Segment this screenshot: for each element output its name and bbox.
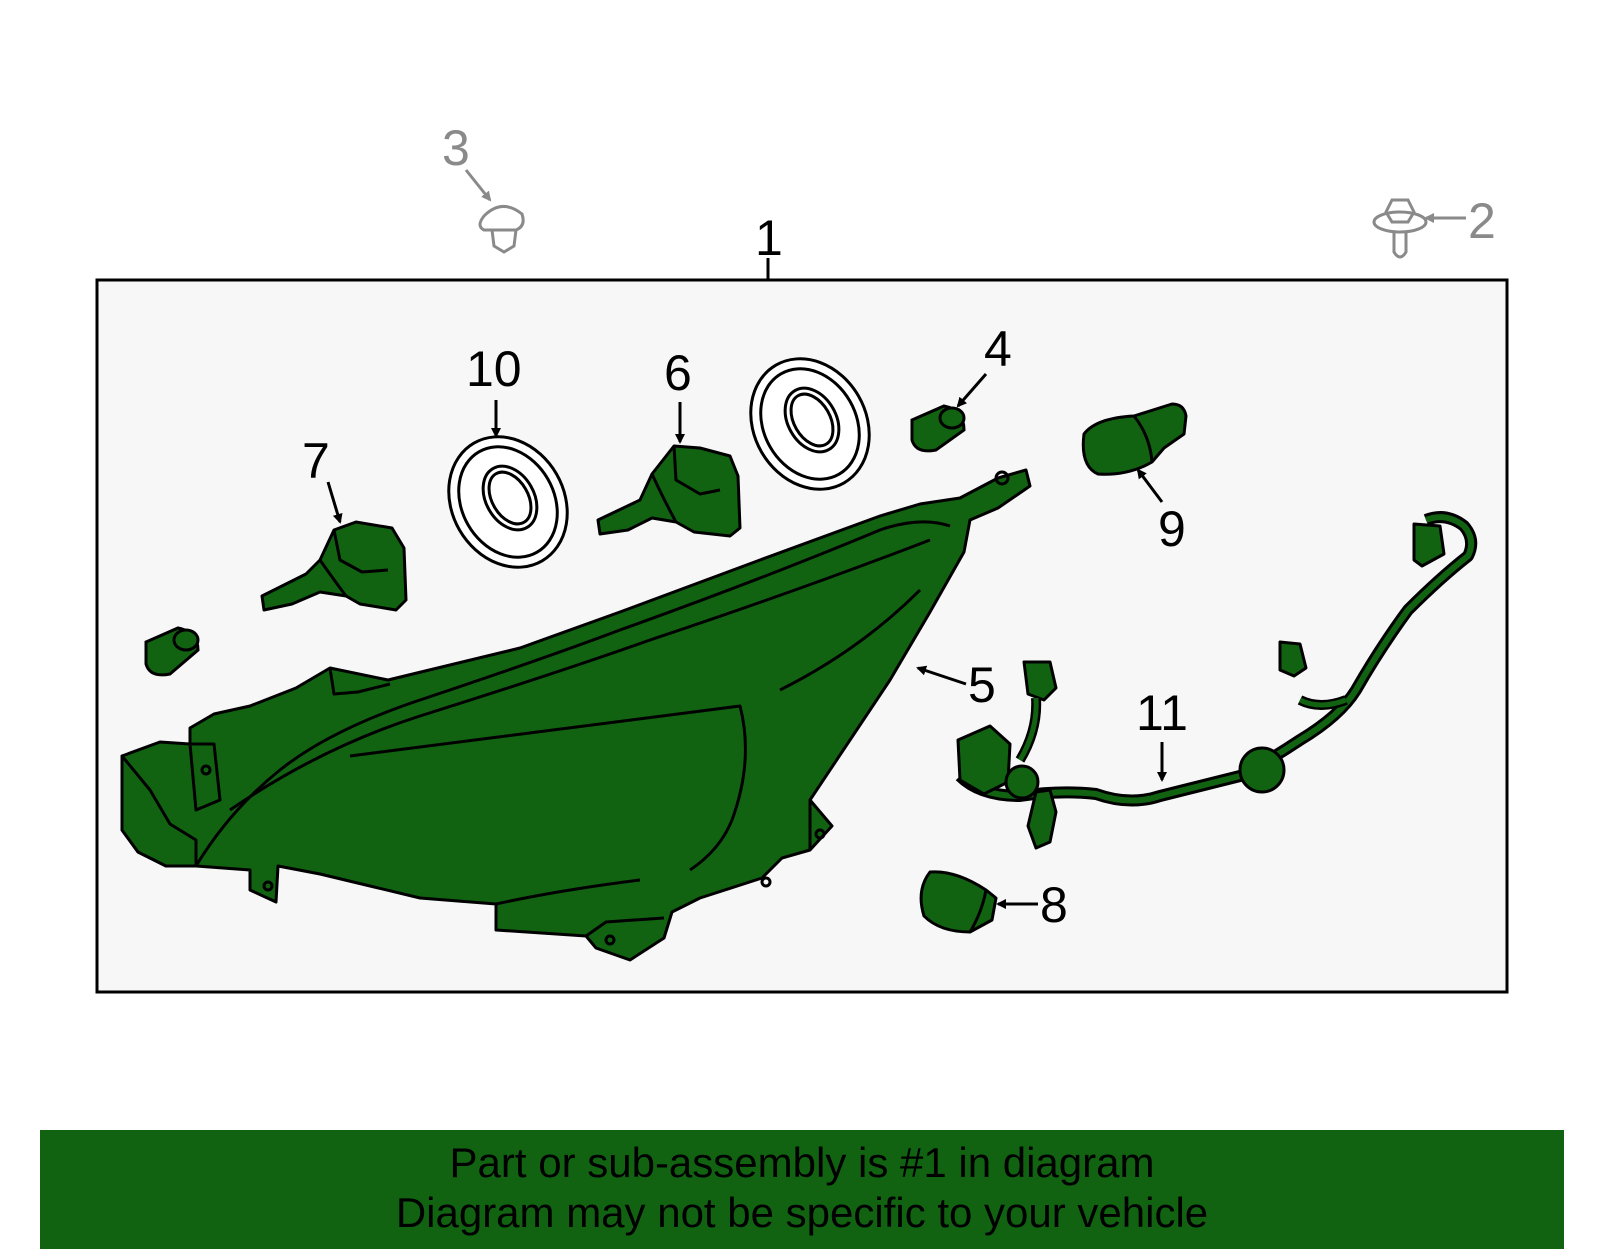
leader-5: [916, 665, 967, 686]
callout-9: 9: [1158, 501, 1186, 557]
callout-8: 8: [1040, 877, 1068, 933]
clip-part-3: [478, 205, 525, 254]
seal-ring-right: [749, 357, 871, 491]
leader-3: [464, 169, 492, 202]
small-bulb-left: [144, 626, 200, 677]
bulb-socket-part-7: [260, 520, 408, 612]
small-bulb-part-4: [910, 404, 966, 453]
leader-7: [326, 481, 343, 524]
leader-4: [956, 373, 988, 408]
bulb-part-8: [919, 870, 998, 934]
banner-line-1: Part or sub-assembly is #1 in diagram: [449, 1139, 1155, 1186]
callout-4: 4: [984, 321, 1012, 377]
banner-line-2: Diagram may not be specific to your vehi…: [395, 1189, 1209, 1236]
callout-7: 7: [302, 433, 330, 489]
bulb-socket-part-6: [596, 444, 742, 538]
callout-2: 2: [1468, 193, 1496, 249]
callout-5: 5: [968, 657, 996, 713]
headlamp-housing-part-5: [120, 468, 1032, 962]
seal-ring-part-10: [447, 435, 569, 569]
bulb-part-9: [1081, 402, 1188, 476]
bolt-part-2: [1372, 198, 1428, 259]
callout-6: 6: [664, 345, 692, 401]
wiring-harness-part-11: [955, 511, 1478, 850]
callout-10: 10: [466, 341, 522, 397]
leader-9: [1136, 468, 1164, 503]
callout-11: 11: [1136, 685, 1188, 741]
callout-3: 3: [442, 120, 470, 176]
info-banner: Part or sub-assembly is #1 in diagram Di…: [40, 1130, 1564, 1249]
callout-1: 1: [755, 210, 783, 266]
